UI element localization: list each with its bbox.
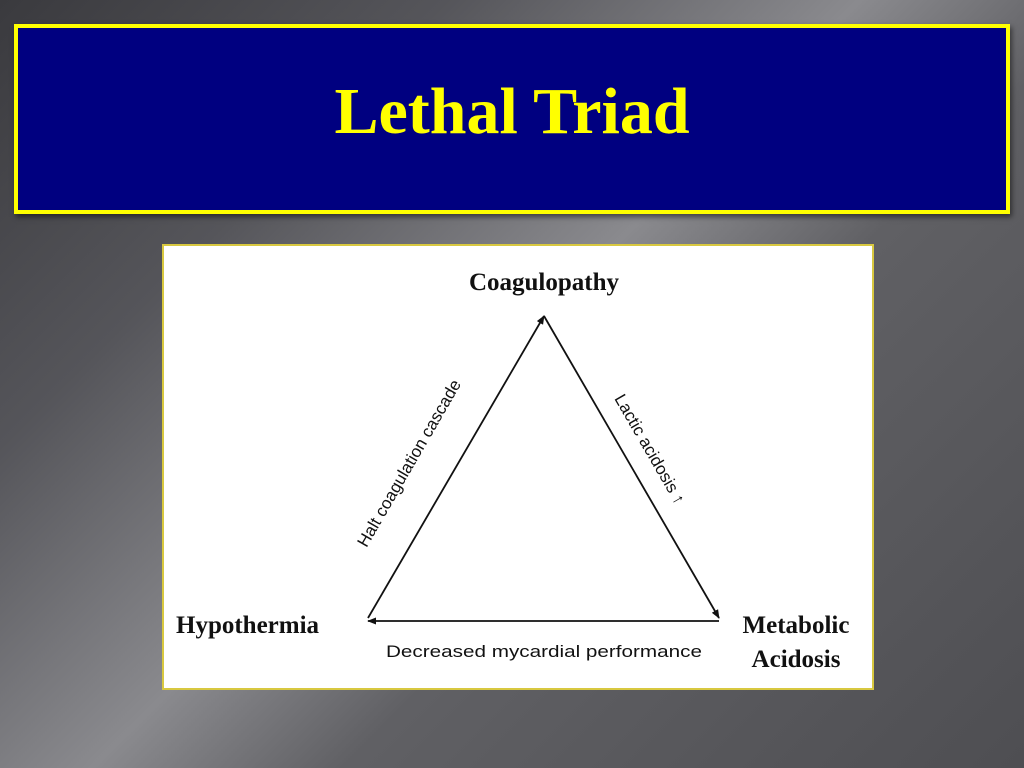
edge-arrow-right (543, 315, 720, 619)
edge-label-left: Halt coagulation cascade (354, 376, 465, 550)
edge-label-bottom: Decreased mycardial performance (386, 642, 702, 661)
slide-title: Lethal Triad (334, 75, 690, 148)
node-coagulopathy: Coagulopathy (469, 269, 620, 296)
edge-arrow-left (367, 315, 545, 619)
node-metabolic-acidosis-line1: Metabolic (743, 612, 850, 639)
triad-diagram-svg: Coagulopathy Hypothermia Metabolic Acido… (176, 269, 850, 673)
edge-label-right: Lactic acidosis ↑ (611, 391, 689, 508)
triad-diagram: Coagulopathy Hypothermia Metabolic Acido… (162, 244, 874, 690)
node-hypothermia: Hypothermia (176, 612, 320, 639)
node-metabolic-acidosis-line2: Acidosis (752, 646, 841, 673)
title-banner: Lethal Triad (14, 24, 1010, 214)
